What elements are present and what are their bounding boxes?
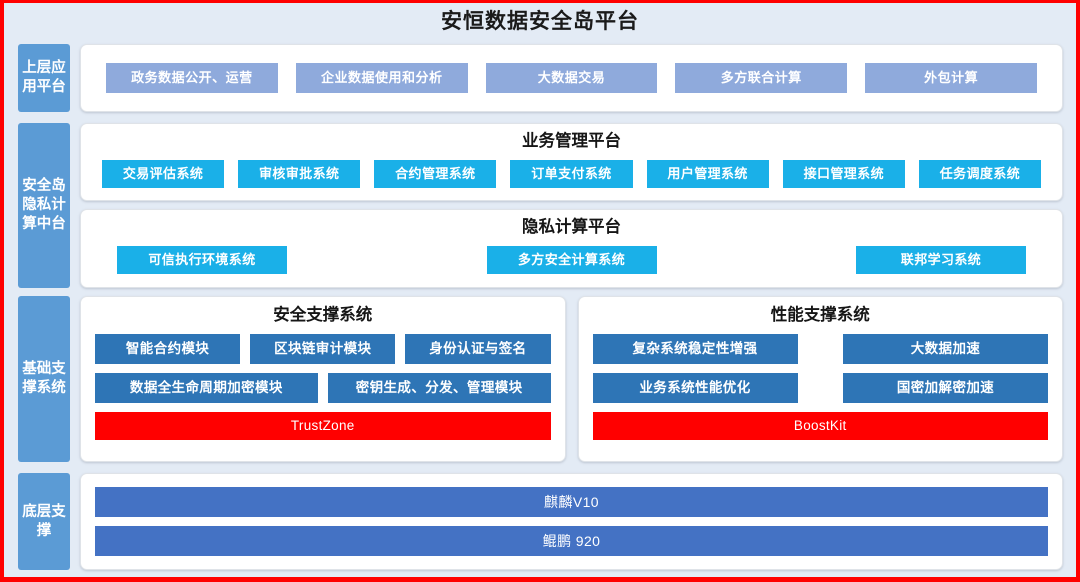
performance-support-panel: 性能支撑系统 复杂系统稳定性增强 大数据加速 业务系统性能优化 国密加解密加速 … [577, 296, 1063, 462]
bottom-support-panel: 麒麟V10 鲲鹏 920 [80, 473, 1063, 570]
layer-base-support: 基础支撑系统 安全支撑系统 智能合约模块 区块链审计模块 身份认证与签名 数据全… [18, 296, 1063, 462]
module-smart-contract[interactable]: 智能合约模块 [95, 334, 241, 364]
chip-interface-management[interactable]: 接口管理系统 [782, 160, 905, 188]
trustzone-bar[interactable]: TrustZone [95, 412, 551, 440]
sidebar-tab-bottom-support[interactable]: 底层支撑 [18, 473, 70, 570]
module-bigdata-acceleration[interactable]: 大数据加速 [843, 334, 1048, 364]
boostkit-bar[interactable]: BoostKit [592, 412, 1048, 440]
business-panel-title: 业务管理平台 [522, 132, 621, 150]
module-blockchain-audit[interactable]: 区块链审计模块 [250, 334, 396, 364]
app-chip-outsourced-compute[interactable]: 外包计算 [865, 63, 1037, 93]
chip-federated-learning[interactable]: 联邦学习系统 [856, 246, 1026, 274]
performance-module-row-2: 业务系统性能优化 国密加解密加速 [592, 373, 1048, 403]
sidebar-tab-privacy-mid-platform[interactable]: 安全岛隐私计算中台 [18, 123, 70, 288]
performance-module-row-1: 复杂系统稳定性增强 大数据加速 [592, 334, 1048, 364]
app-chip-gov-data[interactable]: 政务数据公开、运营 [106, 63, 278, 93]
chip-secure-multiparty-computation[interactable]: 多方安全计算系统 [486, 246, 657, 274]
business-chip-row: 交易评估系统 审核审批系统 合约管理系统 订单支付系统 用户管理系统 接口管理系… [95, 160, 1048, 188]
security-module-row-1: 智能合约模块 区块链审计模块 身份认证与签名 [95, 334, 551, 364]
chip-review-approval[interactable]: 审核审批系统 [238, 160, 361, 188]
application-panel: 政务数据公开、运营 企业数据使用和分析 大数据交易 多方联合计算 外包计算 [80, 44, 1063, 112]
module-complex-system-stability[interactable]: 复杂系统稳定性增强 [592, 334, 798, 364]
chip-transaction-evaluation[interactable]: 交易评估系统 [102, 160, 225, 188]
module-business-system-optimization[interactable]: 业务系统性能优化 [592, 373, 798, 403]
module-key-generation-distribution[interactable]: 密钥生成、分发、管理模块 [327, 373, 551, 403]
layer-privacy-mid-platform: 安全岛隐私计算中台 业务管理平台 交易评估系统 审核审批系统 合约管理系统 订单… [18, 123, 1063, 288]
chip-trusted-execution-environment[interactable]: 可信执行环境系统 [117, 246, 287, 274]
layer-bottom-support: 底层支撑 麒麟V10 鲲鹏 920 [18, 473, 1063, 570]
application-layer-body: 政务数据公开、运营 企业数据使用和分析 大数据交易 多方联合计算 外包计算 [80, 44, 1063, 112]
mid-platform-body: 业务管理平台 交易评估系统 审核审批系统 合约管理系统 订单支付系统 用户管理系… [80, 123, 1063, 288]
performance-panel-title: 性能支撑系统 [770, 306, 870, 324]
bottom-bar-kunpeng-920[interactable]: 鲲鹏 920 [95, 526, 1048, 556]
app-chip-bigdata-trade[interactable]: 大数据交易 [485, 63, 658, 93]
sidebar-tab-base-support[interactable]: 基础支撑系统 [18, 296, 70, 462]
layer-application-platform: 上层应用平台 政务数据公开、运营 企业数据使用和分析 大数据交易 多方联合计算 … [18, 44, 1063, 112]
security-support-panel: 安全支撑系统 智能合约模块 区块链审计模块 身份认证与签名 数据全生命周期加密模… [80, 296, 566, 462]
privacy-computing-panel: 隐私计算平台 可信执行环境系统 多方安全计算系统 联邦学习系统 [80, 209, 1063, 288]
privacy-chip-row: 可信执行环境系统 多方安全计算系统 联邦学习系统 [95, 246, 1048, 274]
chip-order-payment[interactable]: 订单支付系统 [510, 160, 633, 188]
base-support-body: 安全支撑系统 智能合约模块 区块链审计模块 身份认证与签名 数据全生命周期加密模… [80, 296, 1063, 462]
module-sm-crypto-acceleration[interactable]: 国密加解密加速 [843, 373, 1048, 403]
page-title: 安恒数据安全岛平台 [441, 10, 639, 33]
module-data-lifecycle-encryption[interactable]: 数据全生命周期加密模块 [95, 373, 318, 403]
chip-user-management[interactable]: 用户管理系统 [646, 160, 769, 188]
diagram-canvas: 安恒数据安全岛平台 上层应用平台 政务数据公开、运营 企业数据使用和分析 大数据… [4, 3, 1076, 577]
sidebar-tab-application-platform[interactable]: 上层应用平台 [18, 44, 70, 112]
app-chip-multiparty-compute[interactable]: 多方联合计算 [675, 63, 848, 93]
security-module-row-2: 数据全生命周期加密模块 密钥生成、分发、管理模块 [95, 373, 551, 403]
chip-task-scheduling[interactable]: 任务调度系统 [918, 160, 1041, 188]
bottom-support-body: 麒麟V10 鲲鹏 920 [80, 473, 1063, 570]
app-chip-enterprise-data[interactable]: 企业数据使用和分析 [295, 63, 468, 93]
module-identity-auth-signature[interactable]: 身份认证与签名 [405, 334, 551, 364]
bottom-bar-kylin-v10[interactable]: 麒麟V10 [95, 487, 1048, 517]
security-panel-title: 安全支撑系统 [273, 306, 373, 324]
chip-contract-management[interactable]: 合约管理系统 [374, 160, 497, 188]
business-management-panel: 业务管理平台 交易评估系统 审核审批系统 合约管理系统 订单支付系统 用户管理系… [80, 123, 1063, 201]
privacy-panel-title: 隐私计算平台 [522, 218, 621, 236]
